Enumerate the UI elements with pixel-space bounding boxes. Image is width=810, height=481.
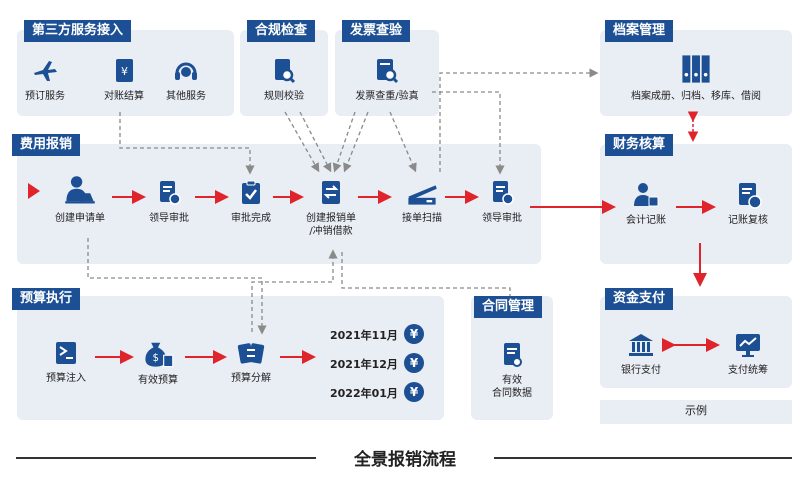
section-title-finance: 财务核算 — [605, 134, 674, 156]
svg-text:$: $ — [152, 353, 158, 364]
legend-label: 示例 — [685, 404, 707, 417]
label-budget-inject: 预算注入 — [46, 373, 86, 384]
node-bookkeeping: 会计记账 — [610, 180, 682, 227]
node-payment-coordination: 支付统筹 — [712, 330, 784, 377]
user-laptop-icon — [65, 176, 95, 204]
node-budget-inject: 预算注入 — [30, 338, 102, 385]
label-leader-approval-2: 领导审批 — [482, 213, 522, 224]
contract-doc-icon — [504, 343, 522, 367]
label-archive: 档案成册、归档、移库、借阅 — [631, 91, 761, 102]
label-bookkeeping-review: 记账复核 — [728, 215, 768, 226]
title-rule-left — [16, 457, 316, 459]
node-create-reimbursement: 创建报销单 /冲销借款 — [285, 178, 377, 238]
svg-text:¥: ¥ — [121, 65, 128, 78]
accountant-icon — [634, 183, 659, 207]
node-scan: 接单扫描 — [382, 174, 462, 225]
node-budget-split: 预算分解 — [215, 338, 287, 385]
label-payment-coordination: 支付统筹 — [728, 365, 768, 376]
node-create-request: 创建申请单 — [38, 174, 122, 225]
split-icon — [237, 343, 265, 364]
section-title-budget: 预算执行 — [12, 288, 81, 310]
section-title-compliance: 合规检查 — [247, 20, 316, 42]
node-archive: 档案成册、归档、移库、借阅 — [600, 52, 792, 103]
label-rule-check: 规则校验 — [264, 91, 304, 102]
node-invoice-check: 发票查重/验真 — [335, 56, 439, 103]
label-booking-service: 预订服务 — [25, 91, 65, 102]
title-rule-right — [494, 457, 792, 459]
diagram-title: 全景报销流程 — [354, 450, 456, 470]
section-title-payment: 资金支付 — [605, 288, 674, 310]
section-title-third-party: 第三方服务接入 — [24, 20, 132, 42]
node-contract-data: 有效 合同数据 — [471, 340, 553, 400]
section-title-invoice: 发票查验 — [342, 20, 411, 42]
approve-doc-icon — [493, 181, 514, 205]
bank-icon — [629, 334, 653, 356]
label-contract-data: 有效 合同数据 — [492, 375, 532, 399]
scanner-icon — [408, 185, 437, 205]
node-leader-approval-1: 领导审批 — [133, 178, 205, 225]
budget-panel — [17, 296, 444, 420]
headset-icon — [175, 62, 197, 80]
budget-month-1: 2021年11月 — [330, 329, 398, 342]
node-leader-approval-2: 领导审批 — [466, 178, 538, 225]
legend-box: 示例 — [600, 400, 792, 424]
diagram-title-wrap: 全景报销流程 — [0, 445, 810, 470]
doc-search-icon — [275, 59, 296, 84]
node-valid-budget: $ 有效预算 — [122, 336, 194, 387]
label-invoice-check: 发票查重/验真 — [355, 91, 419, 102]
node-other-services: 其他服务 — [154, 56, 218, 103]
label-create-request: 创建申请单 — [55, 213, 105, 224]
monitor-chart-icon — [736, 334, 760, 357]
plane-icon — [34, 61, 57, 81]
budget-inject-icon — [56, 342, 76, 364]
budget-month-3: 2022年01月 — [330, 387, 398, 400]
clipboard-check-icon — [242, 180, 260, 204]
binders-icon — [682, 55, 710, 83]
section-title-archive: 档案管理 — [605, 20, 674, 42]
label-bookkeeping: 会计记账 — [626, 215, 666, 226]
section-title-expense: 费用报销 — [12, 134, 81, 156]
node-bank-payment: 银行支付 — [605, 330, 677, 377]
label-valid-budget: 有效预算 — [138, 375, 178, 386]
label-bank-payment: 银行支付 — [621, 365, 661, 376]
label-leader-approval-1: 领导审批 — [149, 213, 189, 224]
yen-icon: ¥ — [404, 353, 424, 373]
invoice-search-icon — [377, 59, 399, 84]
node-bookkeeping-review: 记账复核 — [712, 180, 784, 227]
section-title-contract: 合同管理 — [474, 296, 543, 318]
node-reconciliation: ¥ 对账结算 — [92, 56, 156, 103]
expense-panel — [17, 144, 541, 264]
yen-icon: ¥ — [404, 324, 424, 344]
budget-month-2: 2021年12月 — [330, 358, 398, 371]
label-other-services: 其他服务 — [166, 91, 206, 102]
label-create-reimbursement: 创建报销单 /冲销借款 — [306, 213, 356, 237]
review-doc-icon — [739, 183, 762, 209]
label-budget-split: 预算分解 — [231, 373, 271, 384]
node-approval-complete: 审批完成 — [215, 178, 287, 225]
label-approval-complete: 审批完成 — [231, 213, 271, 224]
yen-icon: ¥ — [404, 382, 424, 402]
node-booking-service: 预订服务 — [15, 56, 75, 103]
node-rule-check: 规则校验 — [238, 56, 330, 103]
exchange-doc-icon — [322, 181, 340, 204]
bill-icon: ¥ — [116, 59, 133, 82]
label-reconciliation: 对账结算 — [104, 91, 144, 102]
approve-doc-icon — [160, 181, 181, 205]
money-bag-icon: $ — [145, 342, 174, 368]
label-scan: 接单扫描 — [402, 213, 442, 224]
